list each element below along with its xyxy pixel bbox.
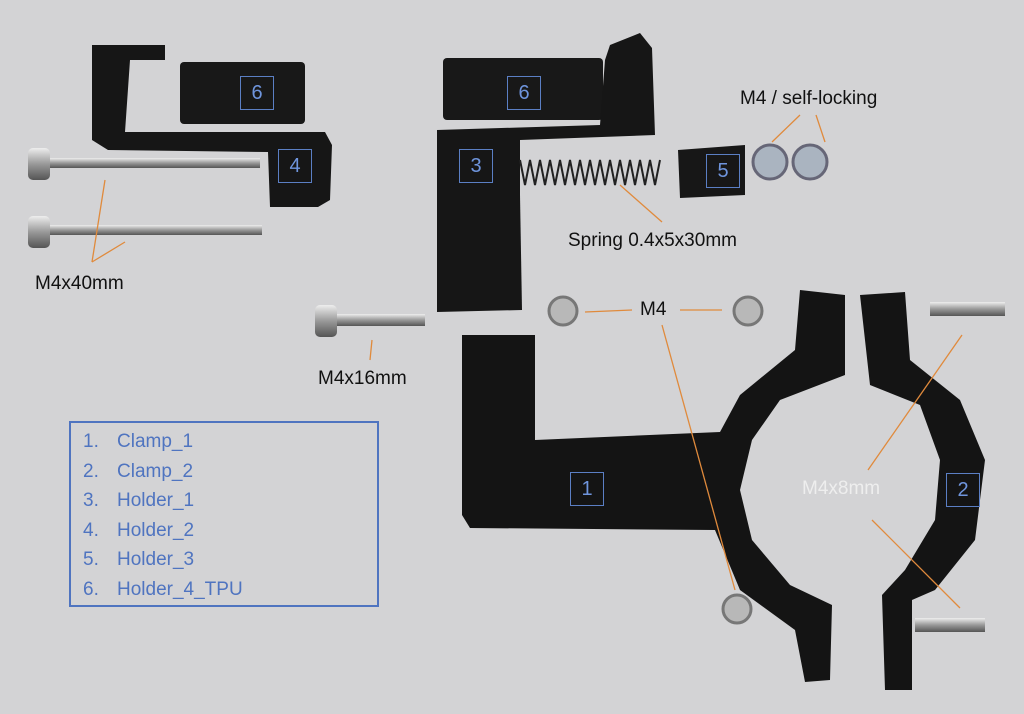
part-number-holder-3: 5 <box>706 154 740 188</box>
legend-item: 6. Holder_4_TPU <box>83 575 377 605</box>
legend-number: 4. <box>83 519 99 541</box>
legend-item: 5. Holder_3 <box>83 545 377 575</box>
part-number-clamp-2: 2 <box>946 473 980 507</box>
self-locking-nut <box>751 143 789 181</box>
nut-m4 <box>721 593 753 625</box>
legend-number: 5. <box>83 549 99 570</box>
parts-legend: 1. Clamp_1 2. Clamp_2 3. Holder_1 4. Holder_… <box>69 421 379 607</box>
holder-2-part <box>92 45 332 207</box>
clamp-2-part <box>860 292 985 690</box>
holder-1-part <box>437 33 655 312</box>
self-locking-nut <box>791 143 829 181</box>
legend-item: 3. Holder_1 <box>83 486 377 516</box>
legend-number: 3. <box>83 490 99 511</box>
legend-item: 1. Clamp_1 <box>83 427 377 457</box>
part-number-clamp-1: 1 <box>570 472 604 506</box>
label-m4x8: M4x8mm <box>802 478 881 499</box>
bolt-m4x8 <box>930 302 1005 316</box>
legend-label: Holder_2 <box>117 519 195 541</box>
part-number-holder-4-right: 6 <box>507 76 541 110</box>
part-number-holder-4-left: 6 <box>240 76 274 110</box>
label-self-locking-nut: M4 / self-locking <box>740 88 878 109</box>
annotation-arrows <box>91 114 963 609</box>
legend-item: 4. Holder_2 <box>83 516 377 546</box>
legend-number: 1. <box>83 431 99 452</box>
holder-3-part <box>678 145 745 198</box>
label-m4x40: M4x40mm <box>35 273 124 294</box>
bolt-m4x16 <box>315 305 337 337</box>
legend-number: 2. <box>83 460 99 482</box>
bolt-m4x8 <box>915 618 985 632</box>
legend-label: Holder_1 <box>117 490 195 511</box>
part-number-holder-1: 3 <box>459 149 493 183</box>
bolt-m4x40-shaft <box>50 225 262 235</box>
bolt-m4x40-shaft <box>50 158 260 168</box>
nut-m4 <box>732 295 764 327</box>
legend-label: Clamp_2 <box>117 460 194 482</box>
spring <box>519 159 661 186</box>
part-number-holder-2: 4 <box>278 149 312 183</box>
legend-label: Holder_4_TPU <box>117 578 243 600</box>
label-spring: Spring 0.4x5x30mm <box>568 230 737 251</box>
label-m4-nut: M4 <box>640 299 667 320</box>
nut-m4 <box>547 295 579 327</box>
legend-label: Holder_3 <box>117 549 195 570</box>
holder-4-tpu-right <box>443 58 603 120</box>
legend-number: 6. <box>83 578 99 600</box>
clamp-1-part <box>462 290 845 682</box>
bolt-m4x40 <box>28 148 50 180</box>
legend-label: Clamp_1 <box>117 431 194 452</box>
bolt-m4x40 <box>28 216 50 248</box>
label-m4x16: M4x16mm <box>318 368 407 389</box>
legend-item: 2. Clamp_2 <box>83 457 377 487</box>
bolt-m4x16-shaft <box>337 314 425 326</box>
